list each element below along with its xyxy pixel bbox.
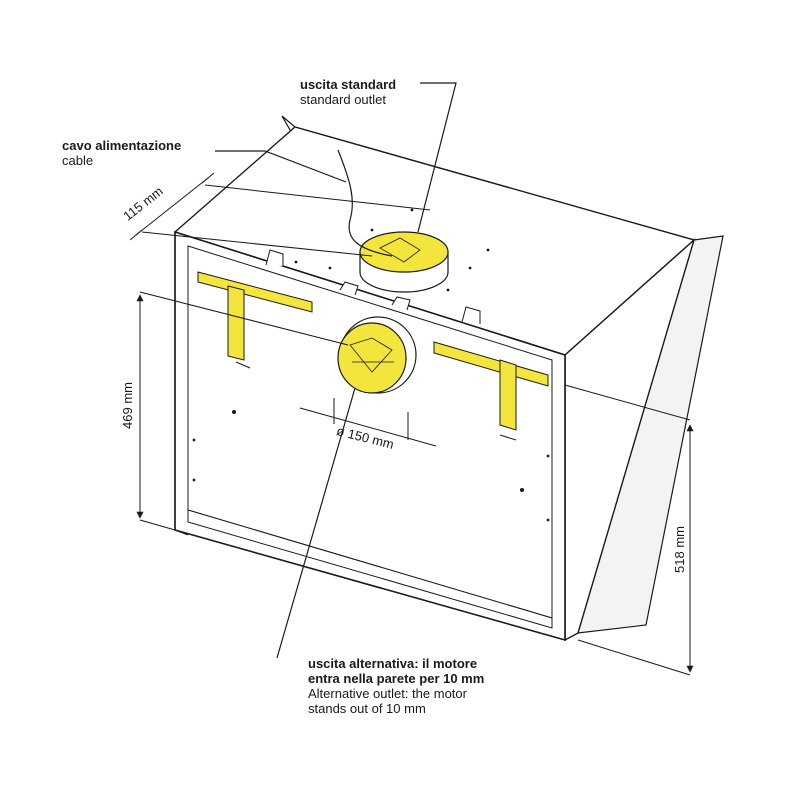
- dim-label-518: 518 mm: [671, 526, 687, 573]
- alt-outlet-en-2: stands out of 10 mm: [308, 701, 426, 716]
- dim-label-469: 469 mm: [119, 382, 135, 429]
- label-standard-outlet: uscita standard standard outlet: [300, 77, 396, 107]
- standard-outlet-en: standard outlet: [300, 92, 387, 107]
- standard-outlet-collar: [359, 231, 449, 293]
- cable-it: cavo alimentazione: [62, 138, 182, 153]
- dim-150: [299, 398, 437, 447]
- power-cable: [337, 149, 393, 257]
- alt-outlet-it-1: uscita alternativa: il motore: [308, 656, 478, 671]
- dim-518: [564, 384, 694, 676]
- alt-outlet-it-2: entra nella parete per 10 mm: [308, 671, 485, 686]
- dim-469: [136, 291, 349, 531]
- hood-bottom-rail: [187, 509, 553, 629]
- label-alternative-outlet: uscita alternativa: il motore entra nell…: [308, 656, 484, 716]
- alternative-outlet: [337, 316, 417, 394]
- top-tabs: [265, 249, 481, 324]
- left-mounting-bracket: [197, 271, 313, 369]
- alt-outlet-en-1: Alternative outlet: the motor: [308, 686, 467, 701]
- standard-outlet-it: uscita standard: [300, 77, 397, 92]
- right-mounting-bracket: [433, 341, 549, 441]
- dim-115: [129, 172, 431, 257]
- screw-holes: [192, 208, 550, 522]
- cable-en: cable: [62, 153, 94, 168]
- label-cable: cavo alimentazione cable: [62, 138, 181, 168]
- leader-lines: [215, 82, 457, 659]
